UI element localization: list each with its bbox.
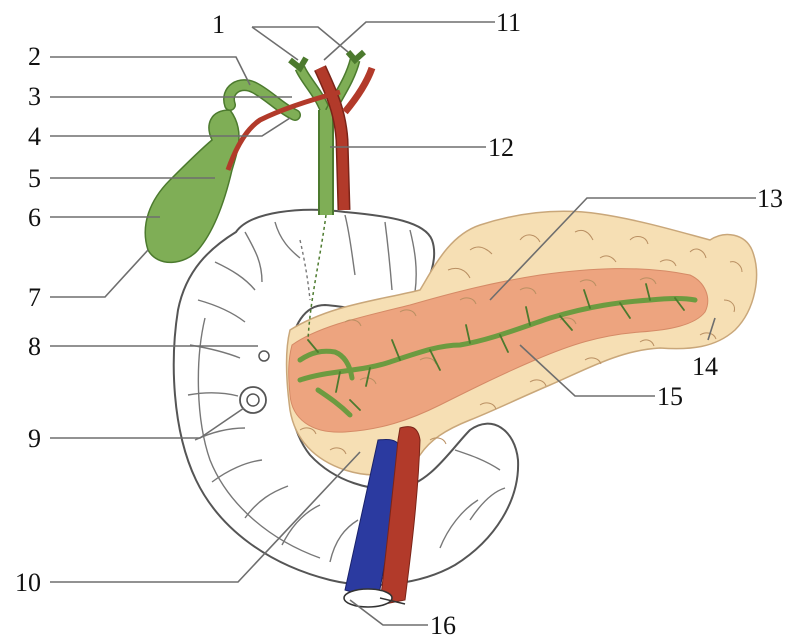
- label-12: 12: [488, 133, 514, 162]
- label-7: 7: [28, 283, 41, 312]
- leader-1b: [252, 27, 348, 52]
- label-11: 11: [496, 8, 521, 37]
- label-6: 6: [28, 203, 41, 232]
- leader-2: [50, 57, 250, 85]
- leader-7: [50, 250, 148, 297]
- label-5: 5: [28, 164, 41, 193]
- label-13: 13: [757, 184, 783, 213]
- label-1: 1: [212, 10, 225, 39]
- label-2: 2: [28, 42, 41, 71]
- label-4: 4: [28, 122, 41, 151]
- leader-1a: [252, 27, 298, 60]
- label-9: 9: [28, 424, 41, 453]
- label-16: 16: [430, 611, 456, 639]
- label-14: 14: [692, 352, 718, 381]
- label-15: 15: [657, 382, 683, 411]
- label-3: 3: [28, 82, 41, 111]
- label-10: 10: [15, 568, 41, 597]
- label-8: 8: [28, 332, 41, 361]
